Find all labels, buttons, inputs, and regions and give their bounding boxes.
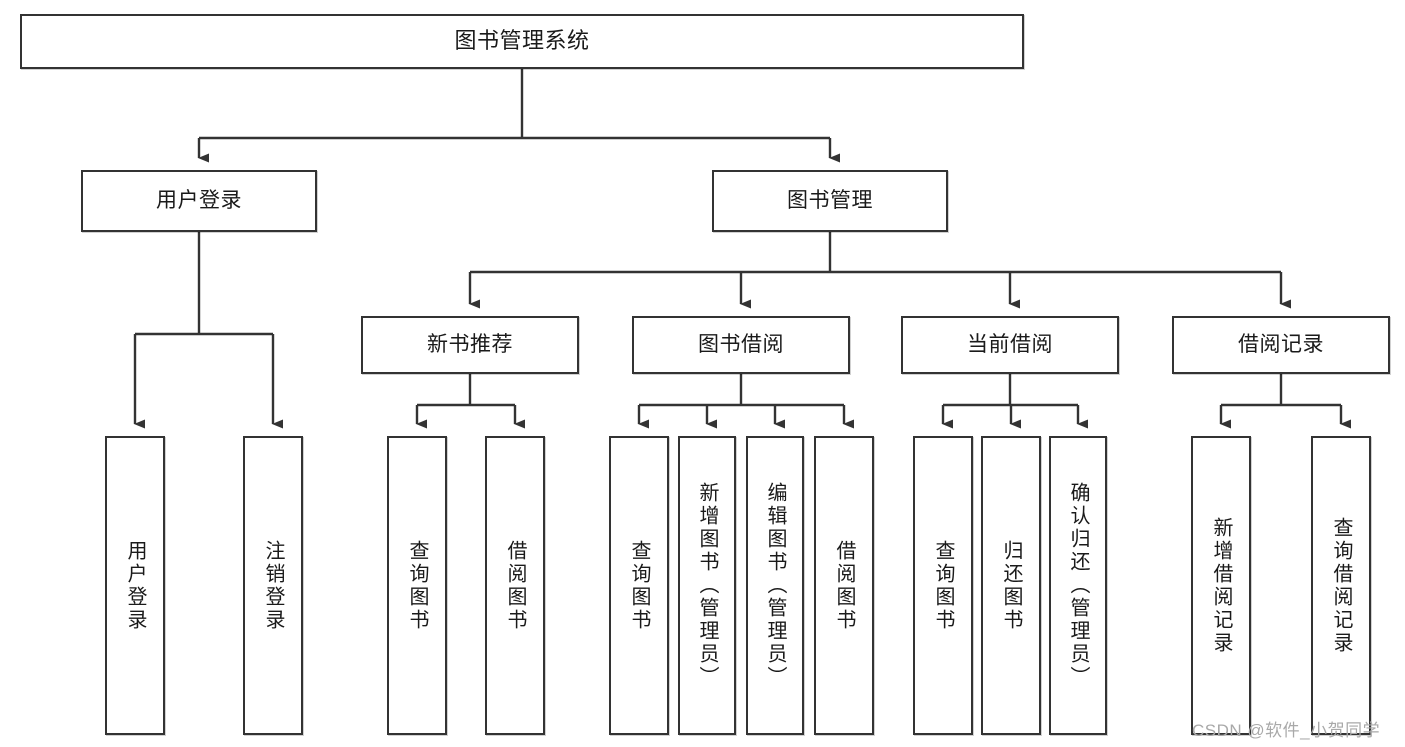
node-leaf-borrow-query-book[interactable]: 查询图书	[609, 436, 669, 735]
node-leaf-cur-query-book-label: 查询图书	[932, 539, 954, 632]
node-leaf-logout[interactable]: 注销登录	[243, 436, 303, 735]
node-current-borrowing[interactable]: 当前借阅	[901, 316, 1119, 374]
node-book-management-module-label: 图书管理	[787, 189, 873, 213]
node-leaf-edit-book[interactable]: 编辑图书（管理员）	[746, 436, 804, 735]
node-leaf-return-book[interactable]: 归还图书	[981, 436, 1041, 735]
node-current-borrowing-label: 当前借阅	[967, 333, 1053, 357]
node-leaf-rec-query-book-label: 查询图书	[406, 539, 428, 632]
node-leaf-user-login-label: 用户登录	[124, 539, 146, 632]
node-leaf-rec-query-book[interactable]: 查询图书	[387, 436, 447, 735]
node-leaf-logout-label: 注销登录	[262, 539, 284, 632]
node-leaf-confirm-return[interactable]: 确认归还（管理员）	[1049, 436, 1107, 735]
node-leaf-add-book-label: 新增图书（管理员）	[696, 482, 718, 689]
node-user-login-module-label: 用户登录	[156, 189, 242, 213]
node-leaf-add-record-label: 新增借阅记录	[1210, 516, 1232, 655]
node-book-borrowing[interactable]: 图书借阅	[632, 316, 850, 374]
node-book-borrowing-label: 图书借阅	[698, 333, 784, 357]
node-leaf-confirm-return-label: 确认归还（管理员）	[1067, 482, 1089, 689]
node-leaf-rec-borrow-book-label: 借阅图书	[504, 539, 526, 632]
node-leaf-add-record[interactable]: 新增借阅记录	[1191, 436, 1251, 735]
node-leaf-borrow-book[interactable]: 借阅图书	[814, 436, 874, 735]
node-borrowing-record-label: 借阅记录	[1238, 333, 1324, 357]
node-leaf-user-login[interactable]: 用户登录	[105, 436, 165, 735]
node-leaf-edit-book-label: 编辑图书（管理员）	[764, 482, 786, 689]
node-user-login-module[interactable]: 用户登录	[81, 170, 317, 232]
node-leaf-cur-query-book[interactable]: 查询图书	[913, 436, 973, 735]
node-root[interactable]: 图书管理系统	[20, 14, 1024, 69]
node-leaf-borrow-book-label: 借阅图书	[833, 539, 855, 632]
node-leaf-query-record[interactable]: 查询借阅记录	[1311, 436, 1371, 735]
node-leaf-add-book[interactable]: 新增图书（管理员）	[678, 436, 736, 735]
watermark: CSDN @软件_小贺同学	[1192, 721, 1381, 740]
node-leaf-borrow-query-book-label: 查询图书	[628, 539, 650, 632]
node-borrowing-record[interactable]: 借阅记录	[1172, 316, 1390, 374]
node-book-management-module[interactable]: 图书管理	[712, 170, 948, 232]
node-leaf-query-record-label: 查询借阅记录	[1330, 516, 1352, 655]
node-leaf-rec-borrow-book[interactable]: 借阅图书	[485, 436, 545, 735]
node-leaf-return-book-label: 归还图书	[1000, 539, 1022, 632]
node-root-label: 图书管理系统	[454, 28, 590, 54]
node-new-book-recommendation-label: 新书推荐	[427, 333, 513, 357]
node-new-book-recommendation[interactable]: 新书推荐	[361, 316, 579, 374]
